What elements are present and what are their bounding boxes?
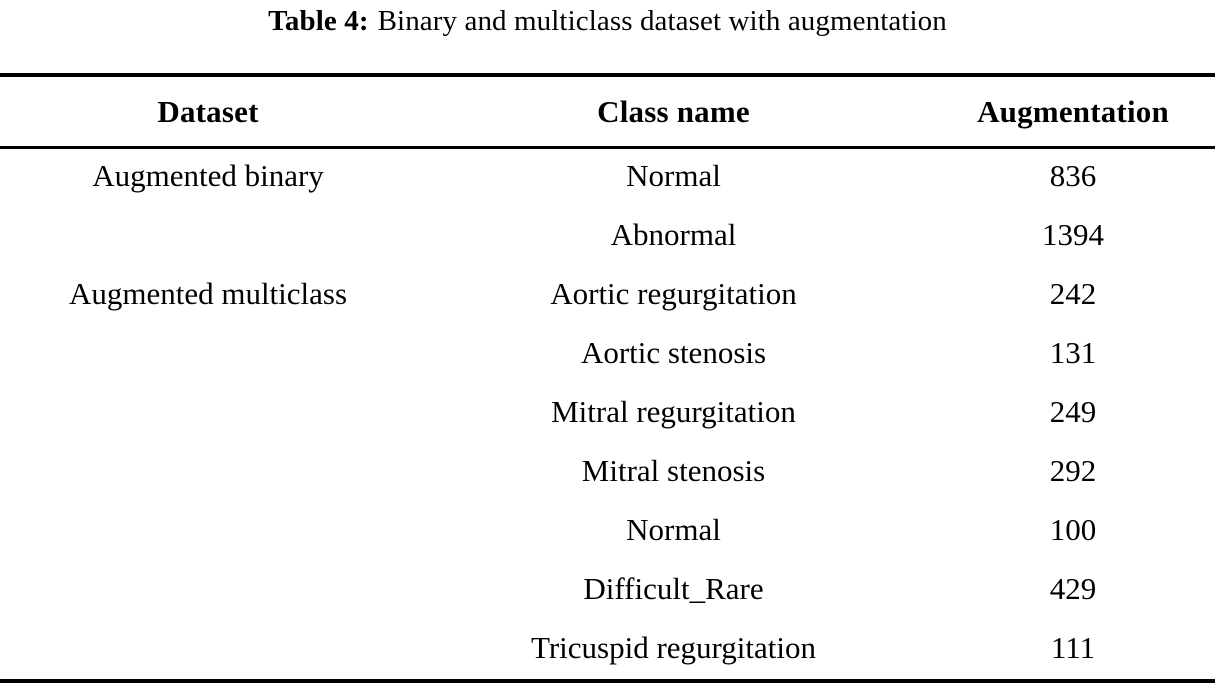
cell-augmentation: 292 bbox=[1049, 452, 1097, 488]
cell-dataset: Augmented binary bbox=[92, 157, 324, 193]
cell-augmentation: 131 bbox=[1049, 334, 1097, 370]
cell-augmentation: 100 bbox=[1049, 511, 1097, 547]
table-row: Mitral regurgitation 249 bbox=[0, 382, 1215, 441]
table-header: Dataset Class name Augmentation bbox=[0, 77, 1215, 146]
table-caption: Table 4:Binary and multiclass dataset wi… bbox=[0, 4, 1215, 38]
cell-class-name: Mitral regurgitation bbox=[551, 393, 796, 429]
cell-dataset bbox=[0, 618, 416, 677]
table-bottom-rule bbox=[0, 679, 1215, 683]
cell-augmentation: 1394 bbox=[1042, 216, 1104, 252]
cell-dataset bbox=[0, 559, 416, 618]
table-row: Augmented multiclass Aortic regurgitatio… bbox=[0, 264, 1215, 323]
table-header-row: Dataset Class name Augmentation bbox=[0, 77, 1215, 146]
table-header-rule bbox=[0, 146, 1215, 149]
cell-augmentation: 836 bbox=[1049, 157, 1097, 193]
cell-dataset bbox=[0, 382, 416, 441]
table-top-rule bbox=[0, 73, 1215, 77]
cell-dataset bbox=[0, 441, 416, 500]
table-body: Augmented binary Normal 836 Abnormal 139… bbox=[0, 146, 1215, 677]
table-row: Normal 100 bbox=[0, 500, 1215, 559]
table-row: Difficult_Rare 429 bbox=[0, 559, 1215, 618]
cell-class-name: Mitral stenosis bbox=[581, 452, 766, 488]
column-header-class-name: Class name bbox=[597, 93, 750, 129]
cell-dataset bbox=[0, 205, 416, 264]
cell-dataset: Augmented multiclass bbox=[68, 275, 348, 311]
cell-class-name: Difficult_Rare bbox=[583, 570, 764, 606]
cell-class-name: Abnormal bbox=[610, 216, 737, 252]
cell-class-name: Normal bbox=[626, 157, 721, 193]
cell-dataset bbox=[0, 500, 416, 559]
cell-augmentation: 429 bbox=[1049, 570, 1097, 606]
table-row: Tricuspid regurgitation 111 bbox=[0, 618, 1215, 677]
table-row: Aortic stenosis 131 bbox=[0, 323, 1215, 382]
table-row: Augmented binary Normal 836 bbox=[0, 146, 1215, 205]
table-row: Mitral stenosis 292 bbox=[0, 441, 1215, 500]
column-header-dataset: Dataset bbox=[157, 93, 259, 129]
cell-class-name: Normal bbox=[626, 511, 721, 547]
table-caption-text: Binary and multiclass dataset with augme… bbox=[377, 5, 947, 37]
cell-class-name: Tricuspid regurgitation bbox=[530, 629, 817, 665]
column-header-augmentation: Augmentation bbox=[977, 93, 1169, 129]
cell-class-name: Aortic stenosis bbox=[580, 334, 767, 370]
cell-class-name: Aortic regurgitation bbox=[550, 275, 797, 311]
data-table: Dataset Class name Augmentation Augmente… bbox=[0, 77, 1215, 677]
cell-augmentation: 249 bbox=[1049, 393, 1097, 429]
table-caption-label: Table 4: bbox=[268, 5, 369, 37]
cell-augmentation: 242 bbox=[1049, 275, 1097, 311]
cell-augmentation: 111 bbox=[1050, 629, 1096, 665]
table-row: Abnormal 1394 bbox=[0, 205, 1215, 264]
cell-dataset bbox=[0, 323, 416, 382]
